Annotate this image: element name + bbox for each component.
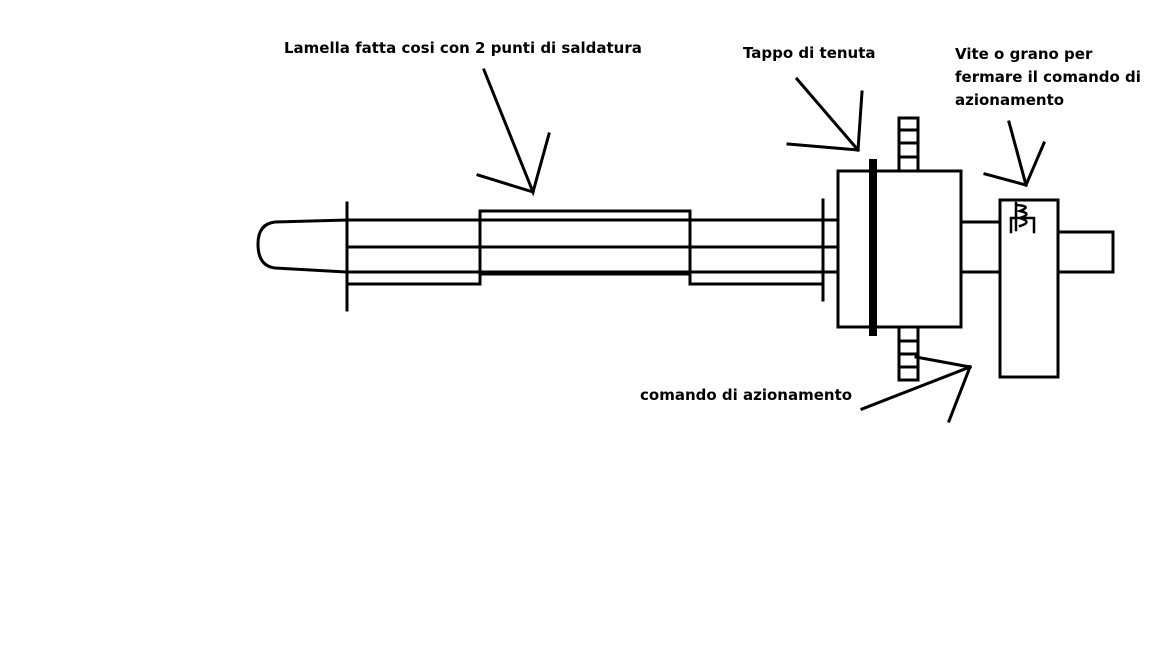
label-vite-line-2: fermare il comando di — [955, 68, 1141, 86]
arrow-vite-head-2 — [983, 172, 1028, 187]
body-block — [836, 169, 963, 329]
arrow-comando-shaft — [860, 365, 972, 411]
label-lamella: Lamella fatta cosi con 2 punti di saldat… — [284, 39, 642, 57]
label-comando: comando di azionamento — [640, 386, 853, 404]
label-tappo: Tappo di tenuta — [743, 44, 876, 62]
arrow-lamella — [482, 68, 551, 197]
arrow-vite-head-1 — [1024, 141, 1046, 187]
arrow-tappo-head-2 — [786, 142, 860, 152]
arrow-tappo-shaft — [794, 76, 861, 153]
arrow-comando-head-2 — [947, 365, 972, 423]
lamella-rect — [478, 209, 692, 276]
label-vite-line-3: azionamento — [955, 91, 1065, 109]
right-shaft-end — [1056, 230, 1115, 274]
label-vite: Vite o grano per fermare il comando di a… — [955, 43, 1141, 112]
arrow-lamella-tail — [476, 173, 535, 194]
label-vite-line-1: Vite o grano per — [955, 45, 1093, 63]
arrow-comando-head-1 — [914, 355, 972, 369]
arrow-tappo-head-1 — [856, 90, 864, 152]
shaft-tip — [256, 218, 349, 274]
handle-block — [998, 198, 1060, 379]
arrow-vite-shaft — [1007, 120, 1028, 187]
set-screw-icon — [1009, 201, 1036, 234]
